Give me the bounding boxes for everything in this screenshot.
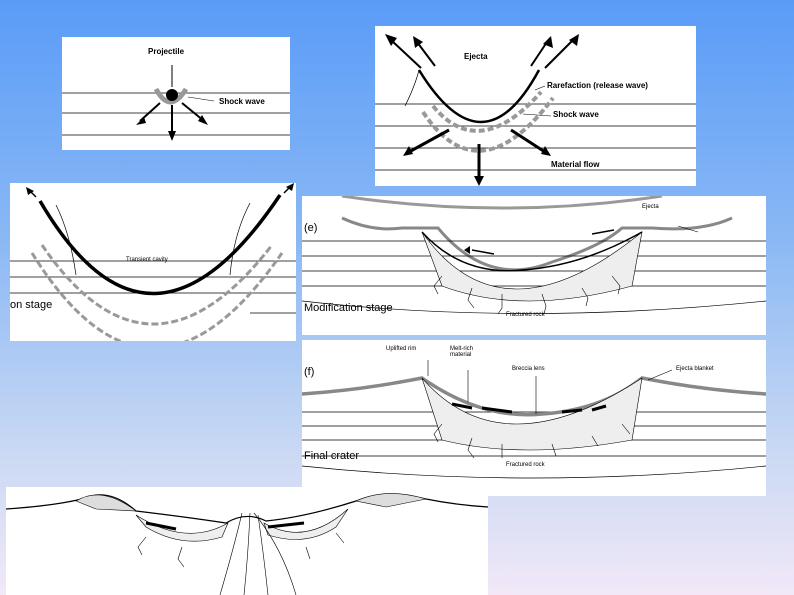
ejecta-label: Ejecta [464,52,488,61]
rarefaction-label: Rarefaction (release wave) [547,81,648,90]
final-crater-label: Final crater [304,450,359,462]
panel-final-crater: Uplifted rim Melt-rich material Breccia … [302,340,766,496]
ejecta-blanket-label: Ejecta blanket [676,366,714,372]
ejecta-label: Ejecta [642,204,659,210]
letter-e: (e) [304,222,317,234]
fractured-rock-label: Fractured rock [506,462,545,468]
shock-wave-label: Shock wave [553,110,599,119]
panel-transient-cavity: Transient cavity on stage [10,183,296,341]
projectile-icon [166,89,178,101]
melt-rich-label: Melt-rich material [450,346,486,358]
panel-excavation: Ejecta Rarefaction (release wave) Shock … [375,26,696,186]
complex-crater-diagram [6,487,488,595]
letter-f: (f) [304,366,314,378]
fractured-rock-label: Fractured rock [506,312,545,318]
panel-complex-crater [6,487,488,595]
shock-wave-label: Shock wave [219,97,265,106]
projectile-label: Projectile [148,47,184,56]
transient-cavity-label: Transient cavity [126,257,168,263]
panel-modification-stage: (e) Ejecta Modification stage Fractured … [302,196,766,335]
final-crater-diagram [302,340,766,496]
excavation-diagram [375,26,696,186]
uplifted-rim-label: Uplifted rim [386,346,416,352]
modification-stage-label: Modification stage [304,302,393,314]
material-flow-label: Material flow [551,160,599,169]
stage-label: on stage [10,299,52,311]
panel-contact-stage: Projectile Shock wave [62,37,290,150]
breccia-lens-label: Breccia lens [512,366,545,372]
